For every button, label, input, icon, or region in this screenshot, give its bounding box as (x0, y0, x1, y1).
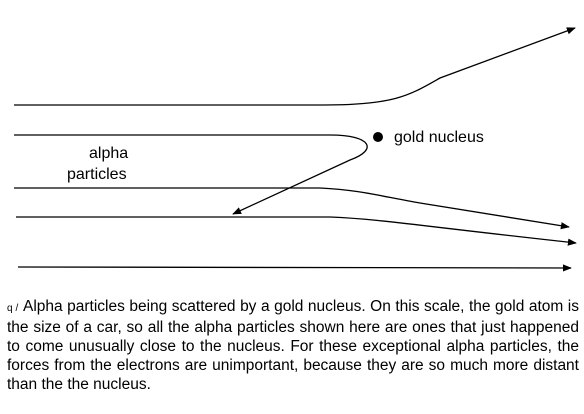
caption-tag: q / (7, 303, 19, 314)
alpha-trajectory-1 (14, 27, 576, 106)
alpha-trajectory-3 (14, 187, 570, 230)
alpha-particles-label-line1: alpha (89, 145, 128, 162)
alpha-trajectory-2 (14, 134, 368, 215)
gold-nucleus-dot (373, 132, 383, 142)
caption-text: Alpha particles being scattered by a gol… (7, 298, 579, 393)
figure-caption: q / Alpha particles being scattered by a… (7, 297, 579, 394)
alpha-particles-label-line2: particles (67, 166, 127, 183)
scattering-diagram: gold nucleus alpha particles (14, 27, 577, 272)
alpha-trajectory-5 (17, 264, 572, 272)
gold-nucleus-label: gold nucleus (394, 129, 484, 146)
alpha-trajectory-4 (16, 216, 577, 246)
